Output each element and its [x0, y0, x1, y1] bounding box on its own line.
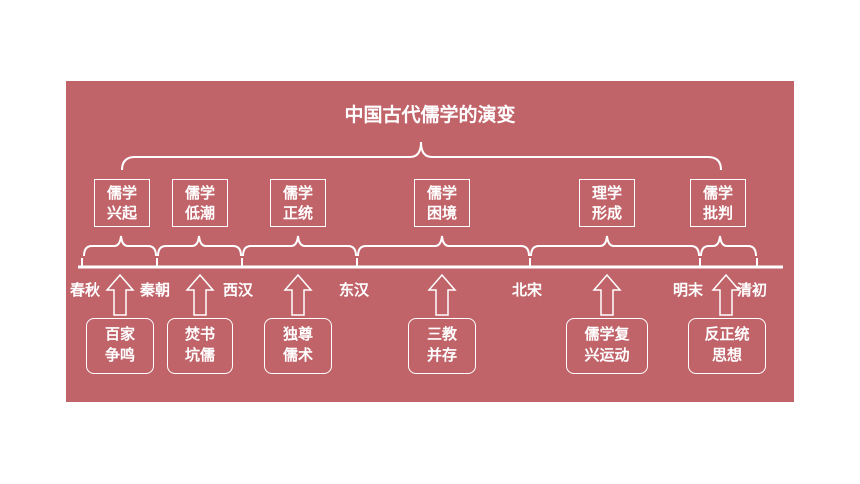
event-line2: 思想	[711, 346, 742, 364]
era-label-qingchu: 清初	[737, 281, 768, 299]
arrow-6	[711, 273, 741, 316]
brace-1	[83, 235, 157, 257]
era-label-chunqiu: 春秋	[70, 281, 101, 299]
era-label-qin: 秦朝	[140, 281, 171, 299]
stage-line1: 理学	[591, 184, 622, 202]
arrow-1	[105, 273, 135, 316]
event-line1: 焚书	[184, 325, 215, 343]
stage-line2: 形成	[591, 204, 622, 222]
event-line1: 独尊	[282, 325, 313, 343]
event-line2: 儒术	[282, 346, 313, 364]
event-box-6: 反正统 思想	[688, 318, 766, 374]
arrow-4	[427, 273, 457, 316]
event-line1: 百家	[104, 325, 135, 343]
event-line2: 兴运动	[584, 346, 630, 364]
event-line2: 争鸣	[104, 346, 135, 364]
brace-5	[530, 235, 700, 257]
stage-line2: 兴起	[106, 204, 137, 222]
stage-line1: 儒学	[184, 184, 215, 202]
arrow-3	[283, 273, 313, 316]
stage-line1: 儒学	[702, 184, 733, 202]
stage-line2: 批判	[702, 204, 733, 222]
era-label-xihan: 西汉	[223, 281, 254, 299]
timeline-ticks	[81, 258, 758, 267]
era-label-mingmo: 明末	[673, 281, 704, 299]
event-line1: 反正统	[704, 325, 750, 343]
event-line2: 并存	[426, 346, 457, 364]
stage-line1: 儒学	[426, 184, 457, 202]
stage-box-4: 儒学 困境	[414, 179, 470, 227]
stage-line2: 低潮	[184, 204, 215, 222]
stage-line1: 儒学	[106, 184, 137, 202]
diagram-title: 中国古代儒学的演变	[344, 104, 516, 126]
stage-braces	[83, 235, 757, 257]
brace-2	[157, 235, 242, 257]
event-box-1: 百家 争鸣	[86, 318, 154, 374]
event-line2: 坑儒	[184, 346, 215, 364]
brace-3	[242, 235, 357, 257]
era-label-donghan: 东汉	[339, 281, 370, 299]
brace-4	[357, 235, 530, 257]
stage-box-6: 儒学 批判	[690, 179, 746, 227]
stage-line2: 困境	[426, 204, 457, 222]
stage-box-1: 儒学 兴起	[94, 179, 150, 227]
stage-box-2: 儒学 低潮	[172, 179, 228, 227]
event-box-5: 儒学复 兴运动	[566, 318, 648, 374]
event-box-2: 焚书 坑儒	[167, 318, 233, 374]
stage-line1: 儒学	[282, 184, 313, 202]
event-box-3: 独尊 儒术	[264, 318, 332, 374]
event-arrows	[105, 273, 741, 316]
event-box-4: 三教 并存	[408, 318, 476, 374]
top-brace	[121, 141, 722, 171]
arrow-2	[185, 273, 215, 316]
brace-6	[700, 235, 757, 257]
era-label-beisong: 北宋	[512, 281, 543, 299]
stage-box-5: 理学 形成	[579, 179, 635, 227]
stage-line2: 正统	[282, 204, 313, 222]
event-line1: 儒学复	[584, 325, 630, 343]
stage-box-3: 儒学 正统	[270, 179, 326, 227]
arrow-5	[592, 273, 622, 316]
event-line1: 三教	[426, 325, 457, 343]
